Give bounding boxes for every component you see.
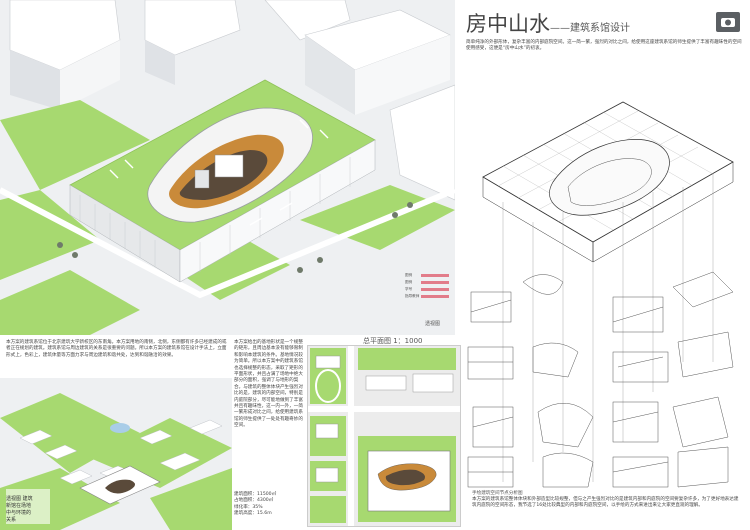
page-subtitle: ——建筑系馆设计 (550, 23, 630, 34)
perspective-render (0, 0, 457, 335)
legend-label: 图例 (405, 272, 413, 277)
legend-label: 图例 (405, 279, 413, 284)
stat-footprint: 占地面积：4300㎡ (234, 498, 274, 504)
title-block: 房中山水——建筑系馆设计 (466, 8, 744, 40)
plan-caption: 总平面图 1：1000 (363, 337, 423, 345)
axon-drawing (463, 62, 745, 492)
stat-green: 绿化率：35% (234, 504, 263, 510)
intro-text-left: 本方案的建筑系馆位于北京建筑大学新校区的东南角。本方案用地的南侧，北侧，东侧都有… (6, 340, 227, 358)
stats: 建筑面积：11500㎡ 占地面积：4300㎡ 绿化率：35% 建筑高度：15.6… (234, 492, 304, 518)
bottom-right-text: 本方案的建筑系馆整体体块和外部造型比较规整，但与之产生强烈对比的是建筑内部和内庭… (472, 497, 739, 509)
legend: 图例 图例 学号 指导教师 (405, 272, 455, 299)
legend-row-1: 图例 (405, 272, 455, 278)
site-caption-text: 透视图 建筑 新馆在场地 中与环境的 关系 (6, 496, 33, 523)
stat-area: 建筑面积：11500㎡ (234, 492, 277, 497)
legend-bar (421, 280, 449, 284)
legend-bar (421, 287, 449, 291)
intro-text: 简单纯净的外部形体，复杂丰富的内部庭院空间。这一简一繁，强烈的对比之间，给使用这… (466, 40, 742, 52)
legend-label: 指导教师 (405, 293, 420, 298)
site-plan (307, 345, 461, 527)
legend-label: 学号 (405, 286, 413, 291)
camera-icon (716, 12, 740, 32)
site-caption: 透视图 建筑 新馆在场地 中与环境的 关系 (6, 489, 50, 524)
page-title: 房中山水 (466, 12, 550, 36)
intro-text-middle: 本方案给出的基地形状是一个规整的矩形，且周边基本没有能够限制和影响本建筑的条件。… (234, 340, 303, 429)
legend-bar (421, 273, 449, 277)
legend-row-3: 学号 (405, 286, 455, 292)
legend-row-4: 指导教师 (405, 293, 455, 299)
perspective-caption: 透视图 (425, 321, 441, 327)
perspective-drawing (0, 0, 457, 335)
legend-row-2: 图例 (405, 279, 455, 285)
axon-caption: 手绘建筑空间节点分析图 (472, 491, 523, 496)
legend-bar (421, 294, 449, 298)
stat-height: 建筑高度：15.6m (234, 511, 272, 517)
